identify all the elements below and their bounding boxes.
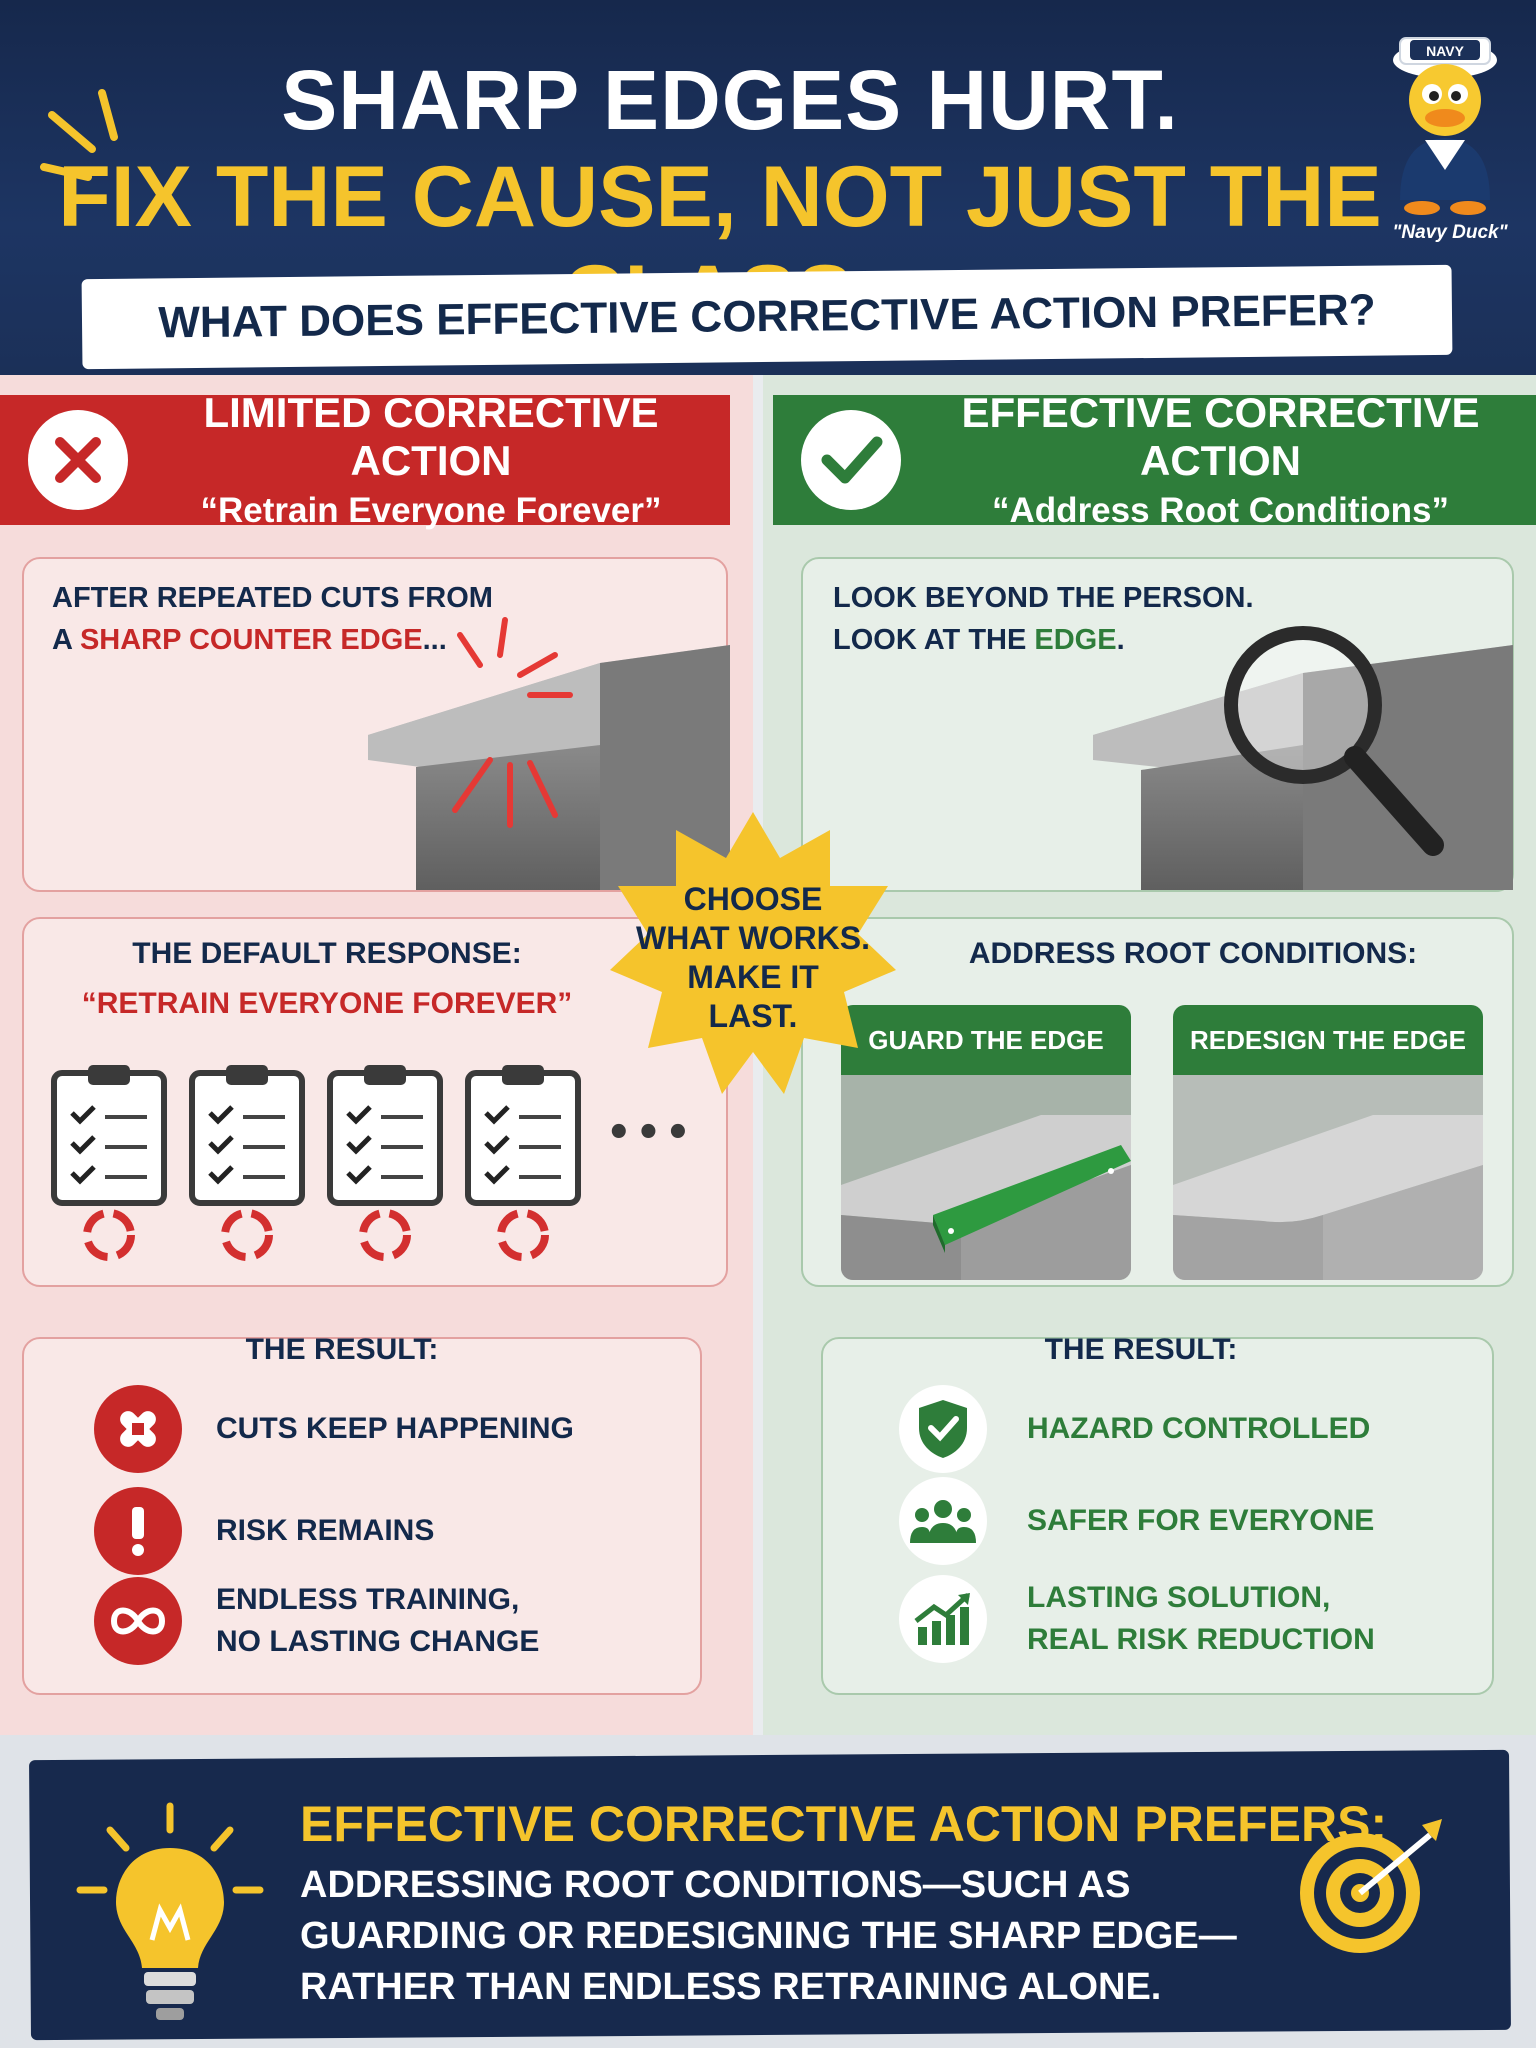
mascot-label: "Navy Duck": [1392, 222, 1508, 243]
spark-rays-icon: [40, 89, 118, 181]
effective-action-header: EFFECTIVE CORRECTIVE ACTION “Address Roo…: [773, 389, 1536, 530]
x-circle-icon: [28, 410, 128, 510]
starburst-icon: [610, 812, 896, 1094]
limited-action-title: LIMITED CORRECTIVE ACTION: [203, 389, 659, 484]
limited-action-subtitle: “Retrain Everyone Forever”: [200, 491, 662, 530]
magnifier-counter-illustration-icon: [1093, 626, 1513, 890]
guard-edge-tab: GUARD THE EDGE: [841, 1005, 1131, 1075]
question-text: WHAT DOES EFFECTIVE CORRECTIVE ACTION PR…: [158, 285, 1376, 348]
scenario-suffix: ...: [422, 624, 447, 656]
lightbulb-icon: [76, 1802, 264, 2020]
guard-edge-illustration: [841, 1075, 1131, 1280]
checklist-icon-4: [465, 1065, 581, 1261]
question-banner: WHAT DOES EFFECTIVE CORRECTIVE ACTION PR…: [81, 264, 1453, 370]
headline-primary: SHARP EDGES HURT.: [281, 53, 1179, 147]
shield-check-icon: [899, 1385, 987, 1473]
target-icon: [1300, 1819, 1442, 1953]
default-response-label: THE DEFAULT RESPONSE:: [132, 937, 522, 970]
effective-result-item: HAZARD CONTROLLED: [899, 1385, 1370, 1473]
guard-edge-label: GUARD THE EDGE: [868, 1024, 1104, 1055]
limited-result-text: ENDLESS TRAINING, NO LASTING CHANGE: [216, 1583, 540, 1658]
burst-text: CHOOSE WHAT WORKS. MAKE IT LAST.: [608, 880, 898, 1036]
scenario-line-1: AFTER REPEATED CUTS FROM: [52, 582, 493, 614]
check-circle-icon: [801, 410, 901, 510]
effective-action-subtitle: “Address Root Conditions”: [992, 491, 1449, 530]
scenario-text: AFTER REPEATED CUTS FROM A SHARP COUNTER…: [52, 577, 493, 661]
scenario-highlight: SHARP COUNTER EDGE: [79, 624, 423, 656]
effective-action-column: EFFECTIVE CORRECTIVE ACTION “Address Roo…: [763, 375, 1536, 1735]
redesign-edge-illustration: [1173, 1075, 1483, 1280]
repeated-checklist-row: [51, 1065, 581, 1261]
infinity-icon: [94, 1577, 182, 1665]
inspect-prefix: LOOK AT THE: [833, 624, 1035, 656]
default-response-quote: “RETRAIN EVERYONE FOREVER”: [81, 987, 573, 1020]
inspect-line-1: LOOK BEYOND THE PERSON.: [833, 582, 1254, 614]
effective-result-label: THE RESULT:: [1044, 1333, 1238, 1366]
effective-result-text: HAZARD CONTROLLED: [1027, 1412, 1371, 1445]
checklist-icon-2: [189, 1065, 305, 1261]
redesign-edge-label: REDESIGN THE EDGE: [1190, 1024, 1466, 1055]
header: SHARP EDGES HURT. FIX THE CAUSE, NOT JUS…: [0, 0, 1536, 375]
growth-chart-icon: [899, 1575, 987, 1663]
sharp-counter-illustration-icon: [368, 617, 730, 890]
burst-line: MAKE IT: [687, 959, 819, 995]
limited-result-item: ENDLESS TRAINING, NO LASTING CHANGE: [94, 1577, 539, 1665]
burst-line: LAST.: [708, 998, 798, 1034]
mascot-hat-label: NAVY: [1426, 43, 1465, 59]
inspect-text: LOOK BEYOND THE PERSON. LOOK AT THE EDGE…: [833, 577, 1254, 661]
effective-result-item: LASTING SOLUTION, REAL RISK REDUCTION: [899, 1575, 1375, 1663]
guard-edge-icon: [841, 1075, 1131, 1280]
limited-result-item: CUTS KEEP HAPPENING: [94, 1385, 574, 1473]
limited-action-header: LIMITED CORRECTIVE ACTION “Retrain Every…: [0, 389, 730, 530]
scenario-prefix: A: [52, 624, 80, 656]
checklist-icon-1: [51, 1065, 167, 1261]
takeaway-body: ADDRESSING ROOT CONDITIONS—SUCH AS GUARD…: [300, 1864, 1237, 2008]
inspect-highlight: EDGE: [1034, 624, 1117, 656]
burst-line: CHOOSE: [683, 881, 823, 917]
inspect-line-2: LOOK AT THE EDGE.: [833, 619, 1254, 661]
navy-duck-mascot-icon: NAVY: [1393, 37, 1497, 215]
limited-result-label: THE RESULT:: [245, 1333, 439, 1366]
bandage-icon: [94, 1385, 182, 1473]
effective-action-title: EFFECTIVE CORRECTIVE ACTION: [961, 389, 1480, 484]
limited-action-column: LIMITED CORRECTIVE ACTION “Retrain Every…: [0, 375, 753, 1735]
redesign-edge-tab: REDESIGN THE EDGE: [1173, 1005, 1483, 1075]
effective-result-text: LASTING SOLUTION, REAL RISK REDUCTION: [1027, 1581, 1375, 1656]
exclamation-icon: [94, 1487, 182, 1575]
rounded-edge-icon: [1173, 1075, 1483, 1280]
scenario-line-2: A SHARP COUNTER EDGE...: [52, 619, 493, 661]
limited-result-item: RISK REMAINS: [94, 1487, 434, 1575]
burst-line: WHAT WORKS.: [635, 920, 871, 956]
people-icon: [899, 1477, 987, 1565]
inspect-suffix: .: [1116, 624, 1125, 656]
effective-result-item: SAFER FOR EVERYONE: [899, 1477, 1374, 1565]
ellipsis-indicator: •••: [606, 1110, 695, 1156]
checklist-icon-3: [327, 1065, 443, 1261]
limited-result-text: RISK REMAINS: [216, 1514, 435, 1547]
limited-result-text: CUTS KEEP HAPPENING: [216, 1412, 574, 1445]
choose-burst-badge: CHOOSE WHAT WORKS. MAKE IT LAST.: [608, 808, 898, 1102]
effective-result-text: SAFER FOR EVERYONE: [1027, 1504, 1375, 1537]
root-conditions-label: ADDRESS ROOT CONDITIONS:: [968, 937, 1418, 970]
headline-secondary: FIX THE CAUSE, NOT JUST THE CLASS.: [58, 149, 1382, 344]
takeaway-title: EFFECTIVE CORRECTIVE ACTION PREFERS:: [300, 1796, 1388, 1852]
